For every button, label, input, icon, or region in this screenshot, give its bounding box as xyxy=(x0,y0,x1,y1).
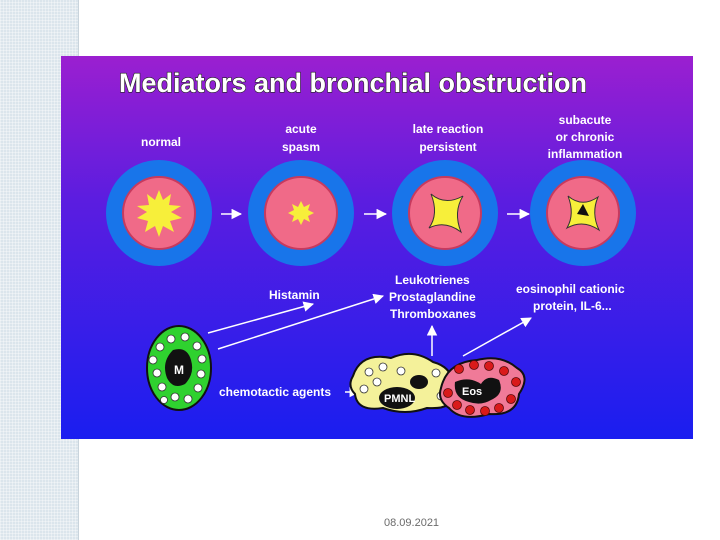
stage-labels: normal acute spasm late reaction persist… xyxy=(141,113,622,161)
stage-label-normal: normal xyxy=(141,135,181,149)
pmnl-nuclei xyxy=(379,375,428,409)
mediator-leukotrienes: Leukotrienes xyxy=(395,273,470,287)
pmnl-label: PMNL xyxy=(384,393,415,405)
lumen-late xyxy=(428,193,465,234)
stage-label-persistent: persistent xyxy=(419,140,476,154)
mediator-chemotactic: chemotactic agents xyxy=(219,385,331,399)
eos-nucleus xyxy=(454,377,501,404)
eos-label: Eos xyxy=(462,386,482,398)
lumen-normal xyxy=(137,190,182,237)
airway-chronic xyxy=(530,160,636,266)
airway-acute-spasm xyxy=(248,160,354,266)
stage-label-or-chronic: or chronic xyxy=(556,130,615,144)
stage-label-acute: acute xyxy=(285,122,317,136)
mast-cell-label: M xyxy=(174,363,184,377)
footer-date: 08.09.2021 xyxy=(384,517,440,529)
arrow-eos-to-cationic xyxy=(462,317,532,357)
lumen-acute xyxy=(288,201,314,225)
stage-label-inflammation: inflammation xyxy=(548,147,623,161)
airway-late-reaction xyxy=(392,160,498,266)
mast-cell: M xyxy=(146,325,212,411)
eos-granules xyxy=(443,360,521,416)
mediator-eosinophil-cationic: eosinophil cationic xyxy=(516,282,625,296)
arrow-mast-to-leukotrienes xyxy=(217,293,384,350)
mediator-arrows xyxy=(207,293,532,398)
diagram-title: Mediators and bronchial obstruction xyxy=(119,68,587,98)
mediator-histamin: Histamin xyxy=(269,288,320,302)
mast-cell-nucleus xyxy=(165,349,193,386)
mediator-prostaglandine: Prostaglandine xyxy=(389,290,476,304)
stage-label-late-reaction: late reaction xyxy=(413,122,484,136)
eos-cell: Eos xyxy=(439,357,526,418)
mediator-thromboxanes: Thromboxanes xyxy=(390,307,476,321)
mediator-labels: Histamin Leukotrienes Prostaglandine Thr… xyxy=(219,273,625,399)
mast-cell-granules xyxy=(148,332,207,404)
stage-label-spasm: spasm xyxy=(282,140,320,154)
arrow-mast-to-histamin xyxy=(207,301,315,334)
stage-label-subacute: subacute xyxy=(559,113,612,127)
airway-normal xyxy=(106,160,212,266)
mediator-eosinophil-protein: protein, IL-6... xyxy=(533,299,612,313)
mediators-diagram: Mediators and bronchial obstruction norm… xyxy=(61,56,693,439)
mucus-plug xyxy=(577,204,589,216)
